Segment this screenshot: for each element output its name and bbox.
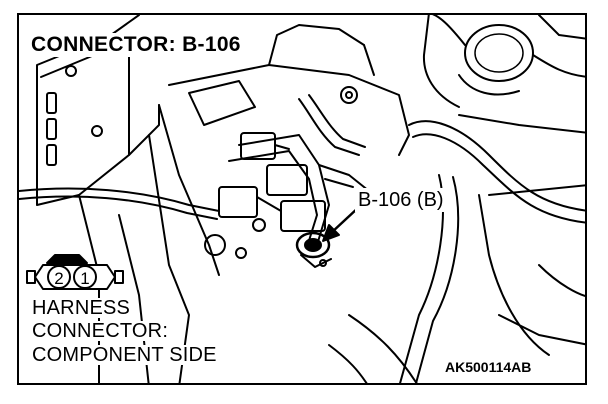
diagram-frame: 2 1 CONNECTOR: B-106 B-106 (B) HARNESS C… [17,13,587,385]
wire-harness [218,132,370,248]
right-structure [328,114,585,383]
target-connector [295,231,332,268]
left-bracket [36,15,160,206]
figure-code: AK500114AB [443,359,534,375]
harness-label-line-3: COMPONENT SIDE [31,345,220,365]
connector-face-icon [26,254,124,290]
connector-callout-label: B-106 (B) [355,188,447,212]
callout-arrow [322,205,361,242]
pin-1-label: 1 [80,269,89,288]
diagram-title: CONNECTOR: B-106 [29,33,245,57]
intake-duct [422,15,585,108]
harness-label-line-2: CONNECTOR: [31,321,172,341]
pin-2-label: 2 [54,269,63,288]
harness-label-line-1: HARNESS [31,298,134,318]
